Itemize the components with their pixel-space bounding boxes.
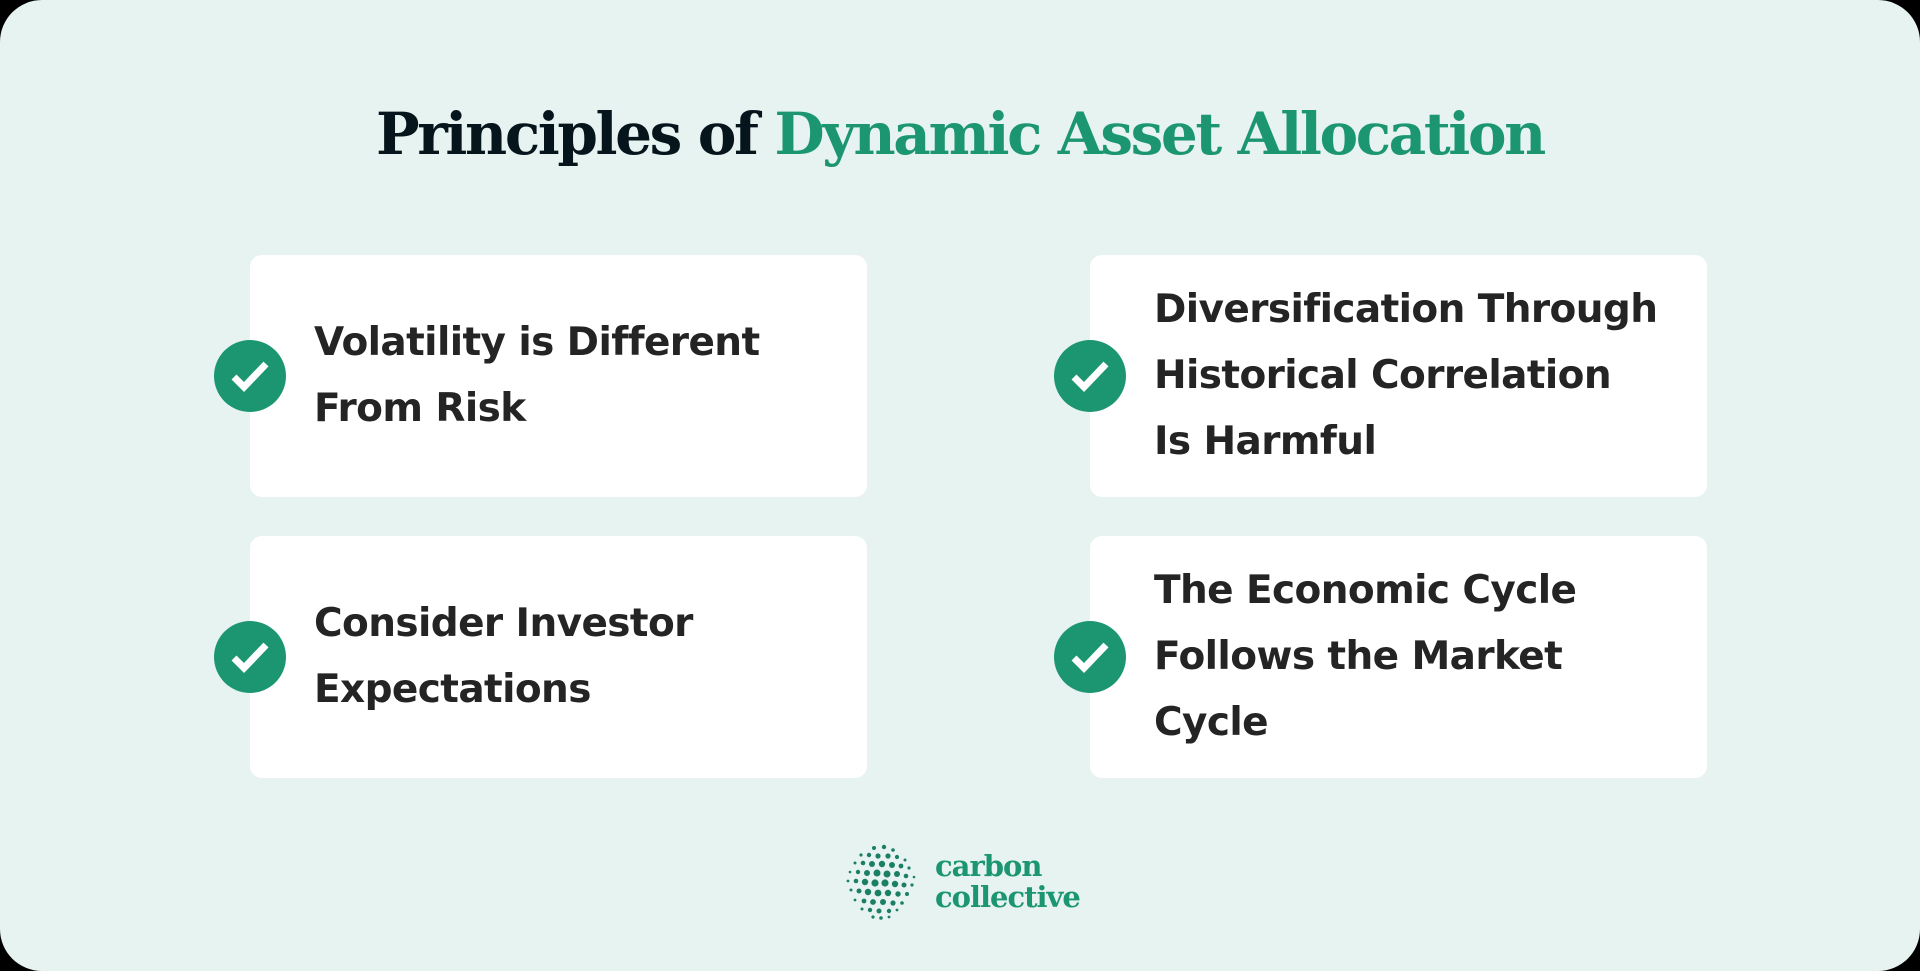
principle-line: Consider Investor	[314, 601, 693, 646]
principle-line: Is Harmful	[1154, 419, 1377, 464]
principle-label: Volatility is Different From Risk	[314, 310, 847, 442]
principle-label: Diversification Through Historical Corre…	[1154, 277, 1687, 475]
principle-card-diversification: Diversification Through Historical Corre…	[1054, 255, 1707, 497]
principle-label: Consider Investor Expectations	[314, 591, 847, 723]
principle-line: Diversification Through	[1154, 287, 1658, 332]
brand-logo: carbon collective	[843, 843, 1081, 921]
check-circle-icon	[1054, 621, 1126, 693]
title-prefix: Principles of	[376, 100, 759, 168]
principle-label: The Economic Cycle Follows the Market Cy…	[1154, 558, 1687, 756]
principle-card-volatility: Volatility is Different From Risk	[214, 255, 867, 497]
principle-line: Cycle	[1154, 700, 1269, 745]
check-circle-icon	[1054, 340, 1126, 412]
title-highlight: Dynamic Asset Allocation	[774, 100, 1546, 168]
check-circle-icon	[214, 340, 286, 412]
principle-line: Historical Correlation	[1154, 353, 1612, 398]
check-circle-icon	[214, 621, 286, 693]
principle-card-investor-expectations: Consider Investor Expectations	[214, 536, 867, 778]
principle-line: Expectations	[314, 667, 591, 712]
principle-line: Follows the Market	[1154, 634, 1563, 679]
brand-line-1: carbon	[935, 849, 1042, 883]
principle-line: The Economic Cycle	[1154, 568, 1577, 613]
principle-card-economic-cycle: The Economic Cycle Follows the Market Cy…	[1054, 536, 1707, 778]
principle-line: From Risk	[314, 386, 526, 431]
brand-wordmark: carbon collective	[935, 849, 1081, 914]
brand-line-2: collective	[935, 880, 1081, 914]
page-title: Principles of Dynamic Asset Allocation	[0, 96, 1920, 172]
principle-line: Volatility is Different	[314, 320, 760, 365]
dotted-sphere-logo-icon	[846, 844, 916, 920]
